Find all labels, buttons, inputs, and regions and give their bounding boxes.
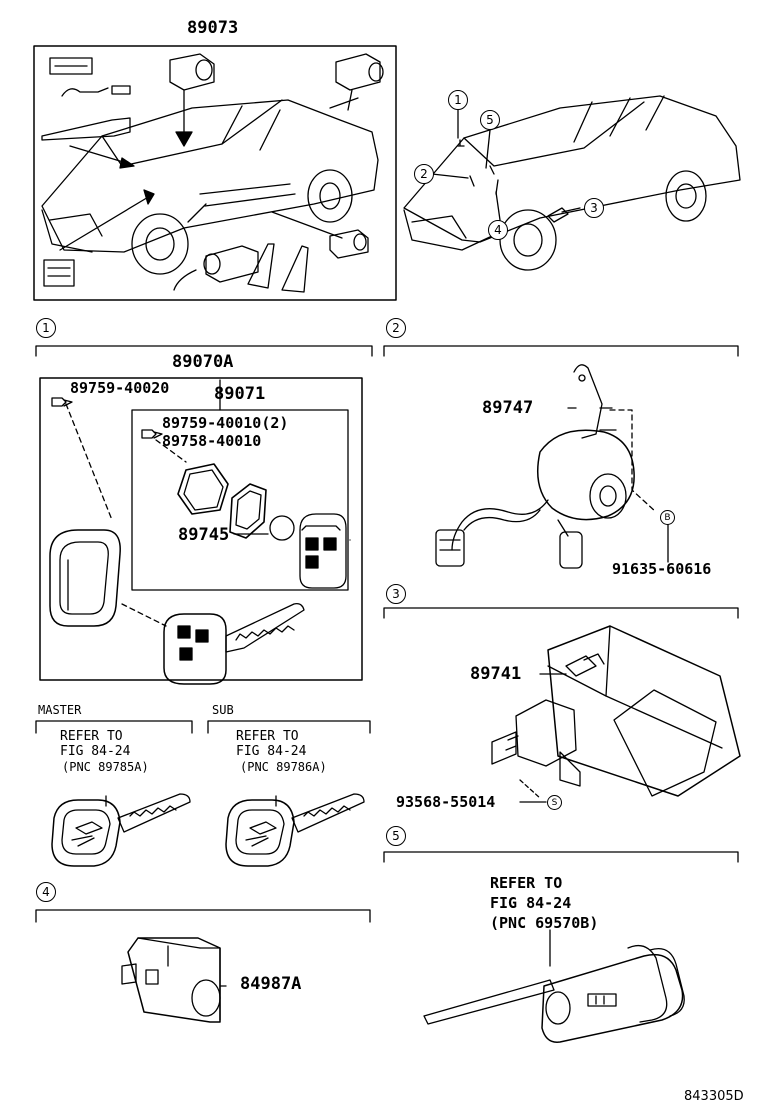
callout-car xyxy=(403,95,741,271)
sub-label: SUB xyxy=(212,703,234,717)
section-brackets xyxy=(35,345,739,923)
sub-fig: FIG 84-24 xyxy=(236,744,307,759)
section3-drawing xyxy=(491,625,741,799)
section4-number: 4 xyxy=(36,882,56,902)
section1-number: 1 xyxy=(36,318,56,338)
bolt-code-b: B xyxy=(660,510,675,525)
part-89747: 89747 xyxy=(482,398,534,418)
sub-refer: REFER TO xyxy=(236,729,299,744)
callout-3: 3 xyxy=(584,198,604,218)
part-84987A: 84987A xyxy=(240,974,302,994)
part-number-89073: 89073 xyxy=(187,18,239,38)
section5-fig: FIG 84-24 xyxy=(490,894,572,912)
section5-drawing xyxy=(423,929,685,1043)
section1-drawing xyxy=(39,377,363,685)
part-93568-55014: 93568-55014 xyxy=(396,793,496,811)
part-89759-40020: 89759-40020 xyxy=(70,379,170,397)
part-89759-40010: 89759-40010(2) xyxy=(162,414,289,432)
section1-title: 89070A xyxy=(172,352,234,372)
section3-number: 3 xyxy=(386,584,406,604)
part-89071: 89071 xyxy=(214,384,266,404)
section4-drawing xyxy=(121,937,221,1023)
callout-1: 1 xyxy=(448,90,468,110)
callout-2: 2 xyxy=(414,164,434,184)
master-pnc: (PNC 89785A) xyxy=(62,760,149,774)
screw-code-s: S xyxy=(547,795,562,810)
sub-pnc: (PNC 89786A) xyxy=(240,760,327,774)
master-refer: REFER TO xyxy=(60,729,123,744)
section5-number: 5 xyxy=(386,826,406,846)
master-label: MASTER xyxy=(38,703,82,717)
callout-4: 4 xyxy=(488,220,508,240)
part-89741: 89741 xyxy=(470,664,522,684)
master-sub-keys xyxy=(51,793,365,867)
part-89758-40010: 89758-40010 xyxy=(162,432,262,450)
part-91635-60616: 91635-60616 xyxy=(612,560,712,578)
section5-refer: REFER TO xyxy=(490,874,563,892)
section2-number: 2 xyxy=(386,318,406,338)
callout-5: 5 xyxy=(480,110,500,130)
leader-lines xyxy=(219,407,669,987)
diagram-code: 843305D xyxy=(684,1089,744,1104)
overview-box xyxy=(33,45,397,301)
section5-pnc: (PNC 69570B) xyxy=(490,914,599,932)
master-fig: FIG 84-24 xyxy=(60,744,131,759)
section2-drawing xyxy=(435,364,657,569)
part-89745: 89745 xyxy=(178,525,230,545)
